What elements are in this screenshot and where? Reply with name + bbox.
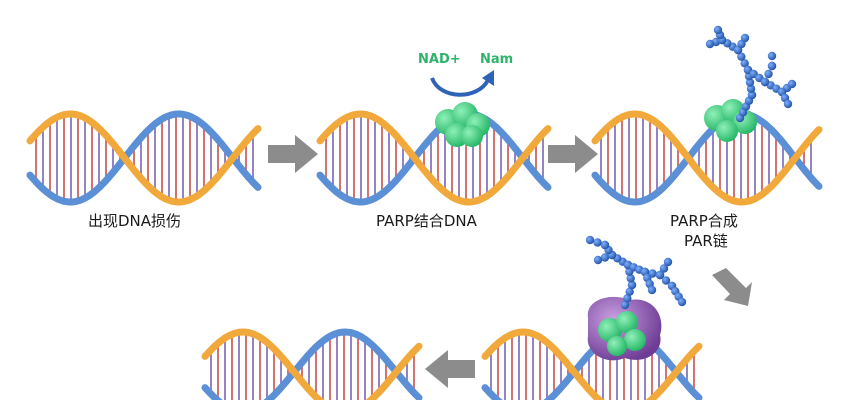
par-bead xyxy=(659,264,669,273)
process-arrow-3 xyxy=(712,268,752,306)
nad-label: NAD+ xyxy=(418,52,461,67)
dna-strand-blue xyxy=(591,110,823,206)
par-bead xyxy=(747,90,757,100)
par-chain-icon xyxy=(585,235,687,310)
nam-label: Nam xyxy=(480,52,513,67)
par-bead xyxy=(647,285,657,295)
step-2-caption: PARP结合DNA xyxy=(376,212,477,230)
par-bead xyxy=(593,238,602,247)
dna-strand-blue xyxy=(481,328,703,400)
par-bead xyxy=(745,78,755,87)
dna-strand-orange xyxy=(26,110,262,206)
par-bead xyxy=(767,51,777,61)
par-bead xyxy=(677,297,687,307)
parp-protein-icon xyxy=(435,102,490,147)
par-bead xyxy=(746,84,756,93)
process-arrow-4 xyxy=(425,350,475,388)
step-3-caption-line2: PAR链 xyxy=(684,232,728,250)
par-bead xyxy=(764,69,773,79)
par-bead xyxy=(713,25,723,35)
step-3-caption-line1: PARP合成 xyxy=(670,212,738,230)
par-bead xyxy=(760,77,770,87)
par-bead xyxy=(740,59,749,68)
par-chain-icon xyxy=(705,25,797,123)
par-bead xyxy=(627,280,637,290)
par-bead xyxy=(585,235,595,245)
par-bead xyxy=(620,300,630,310)
par-bead xyxy=(655,270,665,280)
par-bead xyxy=(626,274,635,283)
par-bead xyxy=(783,99,793,109)
par-bead xyxy=(661,276,671,285)
par-bead xyxy=(705,39,715,49)
dna-helix-1 xyxy=(26,110,262,206)
process-arrow-2 xyxy=(548,135,598,173)
par-bead xyxy=(663,257,673,267)
par-bead xyxy=(787,79,797,89)
dna-strand-orange xyxy=(481,328,703,400)
dna-strand-blue xyxy=(26,110,262,206)
par-bead xyxy=(625,287,634,296)
dna-strand-blue xyxy=(201,328,423,400)
process-arrow-1 xyxy=(268,135,318,173)
dna-helix-4 xyxy=(201,328,423,400)
step-1-caption: 出现DNA损伤 xyxy=(88,212,182,230)
par-bead xyxy=(737,52,746,61)
dna-helix-2 xyxy=(316,110,552,206)
dna-strand-orange xyxy=(316,110,552,206)
dna-strand-orange xyxy=(591,110,823,206)
par-bead xyxy=(740,33,750,43)
dna-helix-3 xyxy=(591,110,823,206)
dna-strand-orange xyxy=(201,328,423,400)
par-bead xyxy=(767,61,777,71)
par-bead xyxy=(593,255,603,265)
dna-helix-5 xyxy=(481,328,703,400)
repair-complex-icon xyxy=(587,296,662,361)
dna-strand-blue xyxy=(316,110,552,206)
reaction-arrow-icon xyxy=(430,70,494,97)
par-bead xyxy=(623,294,632,303)
par-bead xyxy=(600,240,610,250)
par-bead xyxy=(600,253,610,262)
